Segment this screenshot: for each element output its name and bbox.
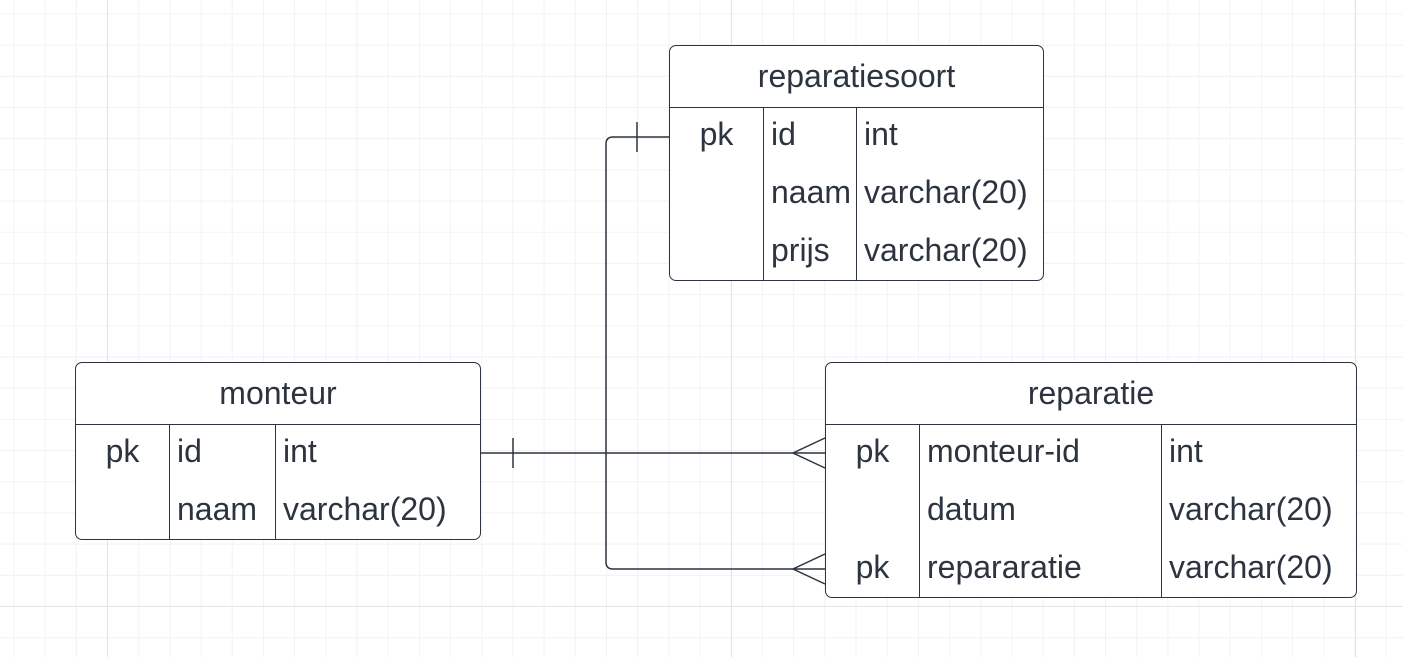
- entity-title: reparatie: [826, 363, 1356, 425]
- entity-monteur[interactable]: monteur pk id int naam varchar(20): [75, 362, 481, 540]
- column-divider: [763, 108, 764, 280]
- attribute-row[interactable]: naam varchar(20): [76, 483, 480, 539]
- attribute-name: monteur-id: [927, 433, 1080, 469]
- column-divider: [856, 108, 857, 280]
- column-divider: [169, 425, 170, 539]
- key-marker: pk: [699, 116, 734, 152]
- attribute-row[interactable]: pk id int: [76, 425, 480, 483]
- attribute-row[interactable]: pk monteur-id int: [826, 425, 1356, 483]
- entity-attributes: pk id int naam varchar(20) prijs varchar…: [670, 108, 1043, 280]
- key-marker: pk: [855, 433, 890, 469]
- attribute-name: id: [177, 433, 202, 469]
- entity-attributes: pk id int naam varchar(20): [76, 425, 480, 539]
- key-marker: [670, 224, 763, 280]
- crowfoot-many-marker-reparatie-monteur: [791, 437, 826, 469]
- key-marker: [76, 483, 169, 539]
- attribute-name: datum: [927, 491, 1016, 527]
- key-marker: [670, 166, 763, 224]
- attribute-name: prijs: [771, 232, 830, 268]
- attribute-row[interactable]: prijs varchar(20): [670, 224, 1043, 280]
- attribute-type: varchar(20): [864, 232, 1028, 268]
- key-marker: pk: [855, 549, 890, 585]
- attribute-name: id: [771, 116, 796, 152]
- entity-reparatiesoort[interactable]: reparatiesoort pk id int naam varchar(20…: [669, 45, 1044, 281]
- attribute-row[interactable]: pk id int: [670, 108, 1043, 166]
- key-marker: pk: [105, 433, 140, 469]
- column-divider: [919, 425, 920, 597]
- attribute-row[interactable]: pk repararatie varchar(20): [826, 541, 1356, 597]
- column-divider: [275, 425, 276, 539]
- entity-title: monteur: [76, 363, 480, 425]
- attribute-type: varchar(20): [864, 174, 1028, 210]
- attribute-type: int: [864, 116, 898, 152]
- attribute-row[interactable]: naam varchar(20): [670, 166, 1043, 224]
- attribute-name: repararatie: [927, 549, 1082, 585]
- key-marker: [826, 483, 919, 541]
- attribute-type: varchar(20): [1169, 491, 1333, 527]
- entity-attributes: pk monteur-id int datum varchar(20) pk r…: [826, 425, 1356, 597]
- column-divider: [1161, 425, 1162, 597]
- entity-reparatie[interactable]: reparatie pk monteur-id int datum varcha…: [825, 362, 1357, 598]
- attribute-type: int: [283, 433, 317, 469]
- attribute-type: varchar(20): [283, 491, 447, 527]
- crowfoot-many-marker-reparatie-reparatiesoort: [791, 553, 826, 585]
- entity-title: reparatiesoort: [670, 46, 1043, 108]
- attribute-name: naam: [771, 174, 852, 210]
- attribute-row[interactable]: datum varchar(20): [826, 483, 1356, 541]
- attribute-type: varchar(20): [1169, 549, 1333, 585]
- attribute-name: naam: [177, 491, 258, 527]
- attribute-type: int: [1169, 433, 1203, 469]
